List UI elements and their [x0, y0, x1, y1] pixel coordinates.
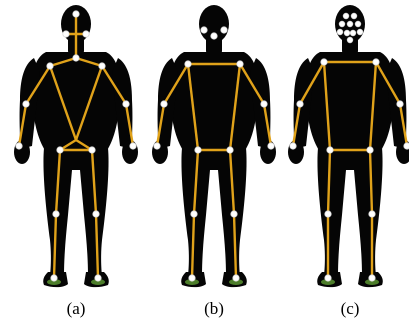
- figure-c: [288, 5, 409, 287]
- figure-b: [152, 5, 276, 287]
- caption-b: (b): [204, 299, 224, 318]
- body-silhouette-b: [152, 5, 276, 287]
- caption-c: (c): [341, 299, 360, 318]
- body-silhouette-c: [288, 5, 409, 287]
- figure-a: [14, 5, 138, 287]
- caption-a: (a): [67, 299, 86, 318]
